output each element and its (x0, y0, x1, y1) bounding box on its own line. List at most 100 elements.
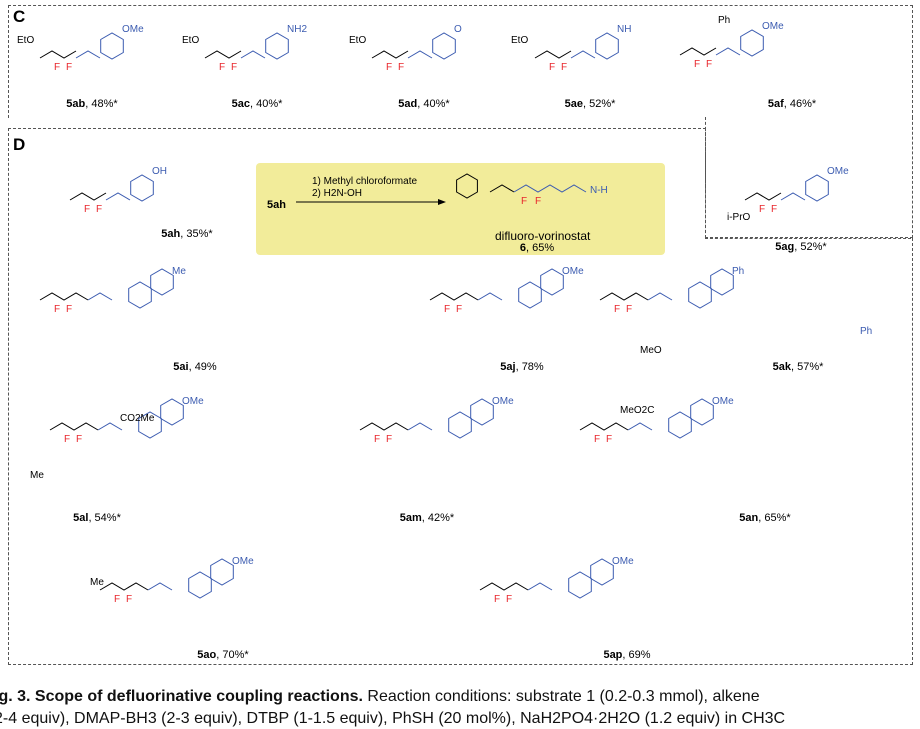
ethoxy-group: EtO (182, 35, 200, 46)
methyl-group: Me (30, 470, 44, 481)
caption-line-2: 2-4 equiv), DMAP-BH3 (2-3 equiv), DTBP (… (0, 710, 786, 727)
ring (710, 268, 734, 296)
substituent: NH (617, 24, 632, 35)
vorinostat-scheme-box (256, 163, 665, 255)
chain (69, 192, 107, 201)
compound-label-5ah: 5ah, 35%* (161, 228, 213, 240)
isopropoxy-group: i-PrO (727, 212, 751, 223)
chain (489, 184, 515, 193)
ring (130, 174, 154, 202)
ring (456, 173, 478, 199)
phenyl-group: Ph (718, 15, 731, 26)
substituent: OMe (762, 21, 784, 32)
chain (715, 47, 741, 56)
product-name: difluoro-vorinostat (495, 229, 591, 243)
ester-group: MeO2C (620, 405, 655, 416)
substituent: Me (172, 266, 186, 277)
panel-d-box-top-right (705, 238, 911, 239)
compound-label-5an: 5an, 65%* (739, 512, 791, 524)
compound-label-5ao: 5ao, 70%* (197, 649, 249, 661)
reaction-step-1: 1) Methyl chloroformate (312, 176, 418, 187)
fluorine-atom: F (54, 304, 61, 315)
fluorine-atom: F (706, 59, 713, 70)
compound-label-5ap: 5ap, 69% (603, 649, 651, 661)
fluorine-atom: F (386, 434, 393, 445)
ring (432, 32, 456, 60)
chain (534, 50, 572, 59)
fluorine-atom: F (626, 304, 633, 315)
chain (527, 582, 553, 591)
chain (570, 50, 596, 59)
chain (147, 582, 173, 591)
ring (518, 281, 542, 309)
fluorine-atom: F (386, 62, 393, 73)
chain (371, 50, 409, 59)
chain (105, 192, 131, 201)
ring (265, 32, 289, 60)
chain (75, 50, 101, 59)
phenyl-group: Ph (860, 326, 873, 337)
compound-label-5ab: 5ab, 48%* (66, 98, 118, 110)
fluorine-atom: F (84, 204, 91, 215)
chain (429, 292, 479, 301)
ring (668, 411, 692, 439)
panel-d-box-lower (8, 238, 913, 665)
methyl-group: Me (90, 577, 104, 588)
molecule-drawings (39, 29, 829, 599)
panel-c-box (8, 5, 913, 118)
reaction-arrow (296, 199, 446, 205)
fluorine-atom: F (374, 434, 381, 445)
fluorine-atom: F (66, 62, 73, 73)
substituent: OMe (827, 166, 849, 177)
compound-label-5aj: 5aj, 78% (500, 361, 544, 373)
caption-line-1: Reaction conditions: substrate 1 (0.2-0.… (362, 688, 760, 705)
fluorine-atom: F (66, 304, 73, 315)
fluorine-atom: F (549, 62, 556, 73)
ring (160, 398, 184, 426)
compound-label-5ad: 5ad, 40%* (398, 98, 450, 110)
substituent: O (454, 24, 462, 35)
reaction-step-2: 2) H2N-OH (312, 188, 363, 199)
chain (780, 192, 806, 201)
fluorine-atom: F (561, 62, 568, 73)
fluorine-atom: F (506, 594, 513, 605)
ring (448, 411, 472, 439)
substituent: OMe (232, 556, 254, 567)
chain (204, 50, 242, 59)
hydroxamic-acid: N-H (590, 185, 608, 196)
compound-label-5ai: 5ai, 49% (173, 361, 217, 373)
chain (359, 422, 409, 431)
chain (39, 292, 89, 301)
substituent: Ph (732, 266, 745, 277)
compound-label-5ac: 5ac, 40%* (231, 98, 283, 110)
product-label: 6, 65% (519, 242, 555, 254)
chain (513, 184, 587, 193)
fluorine-atom: F (54, 62, 61, 73)
compound-label-5al: 5al, 54%* (73, 512, 121, 524)
ring (740, 29, 764, 57)
fluorine-atom: F (694, 59, 701, 70)
fluorine-atom: F (64, 434, 71, 445)
panel-d-box-right (705, 128, 706, 238)
fluorine-atom: F (114, 594, 121, 605)
chain (579, 422, 629, 431)
fluorine-atom: F (494, 594, 501, 605)
fluorine-atom: F (456, 304, 463, 315)
chain (679, 47, 717, 56)
compound-label-5ag: 5ag, 52%* (775, 241, 827, 253)
compound-label-5ak: 5ak, 57%* (772, 361, 824, 373)
compound-label-5ae: 5ae, 52%* (564, 98, 616, 110)
ring (688, 281, 712, 309)
chain (627, 422, 653, 431)
compound-label-5am: 5am, 42%* (399, 512, 455, 524)
chain (99, 582, 149, 591)
fluorine-atom: F (76, 434, 83, 445)
compound-label-5af: 5af, 46%* (767, 98, 817, 110)
caption-title: ig. 3. Scope of defluorinative coupling … (0, 688, 363, 705)
fluorine-atom: F (771, 204, 778, 215)
ring (210, 558, 234, 586)
substituent: OMe (122, 24, 144, 35)
panel-label-c: C (13, 7, 26, 26)
fluorine-atom: F (521, 196, 528, 207)
